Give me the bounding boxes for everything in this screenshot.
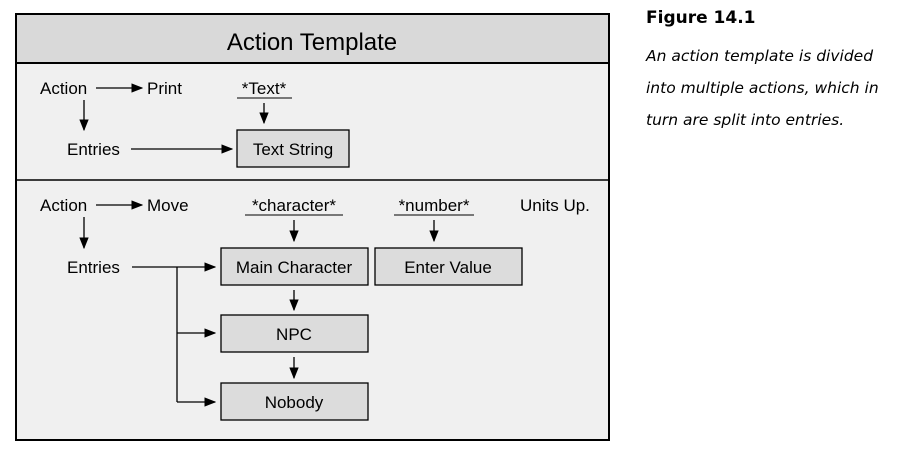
entries-label-2: Entries — [67, 258, 120, 277]
param-text: *Text* — [242, 79, 287, 98]
entry-main-character: Main Character — [236, 258, 353, 277]
figure-label: Figure 14.1 — [646, 8, 756, 28]
entry-enter-value: Enter Value — [404, 258, 492, 277]
entry-box-npc — [220, 314, 369, 353]
param-character: *character* — [252, 196, 336, 215]
entry-box-text-string — [236, 129, 350, 168]
caption-line: into multiple actions, which in — [646, 79, 879, 97]
action-label-1: Action — [40, 79, 87, 98]
title-band — [17, 15, 608, 63]
entry-nobody: Nobody — [265, 393, 324, 412]
verb-move: Move — [147, 196, 189, 215]
diagram-outer-frame — [15, 13, 610, 441]
verb-print: Print — [147, 79, 182, 98]
entries-label-1: Entries — [67, 140, 120, 159]
action-label-2: Action — [40, 196, 87, 215]
units-up-suffix: Units Up. — [520, 196, 590, 215]
action-template-diagram: Action Template Action Print *Text* Entr… — [15, 13, 610, 441]
entry-box-enter-value — [374, 247, 523, 286]
param-number: *number* — [399, 196, 470, 215]
entry-text-string: Text String — [253, 140, 333, 159]
entry-npc: NPC — [276, 325, 312, 344]
entry-box-nobody — [220, 382, 369, 421]
caption-line: turn are split into entries. — [646, 111, 845, 129]
entry-box-main-character — [220, 247, 369, 286]
caption-line: An action template is divided — [646, 47, 874, 65]
diagram-title: Action Template — [227, 29, 397, 56]
figure-caption: Figure 14.1 An action template is divide… — [646, 8, 908, 136]
caption-text: An action template is divided into multi… — [646, 40, 908, 136]
